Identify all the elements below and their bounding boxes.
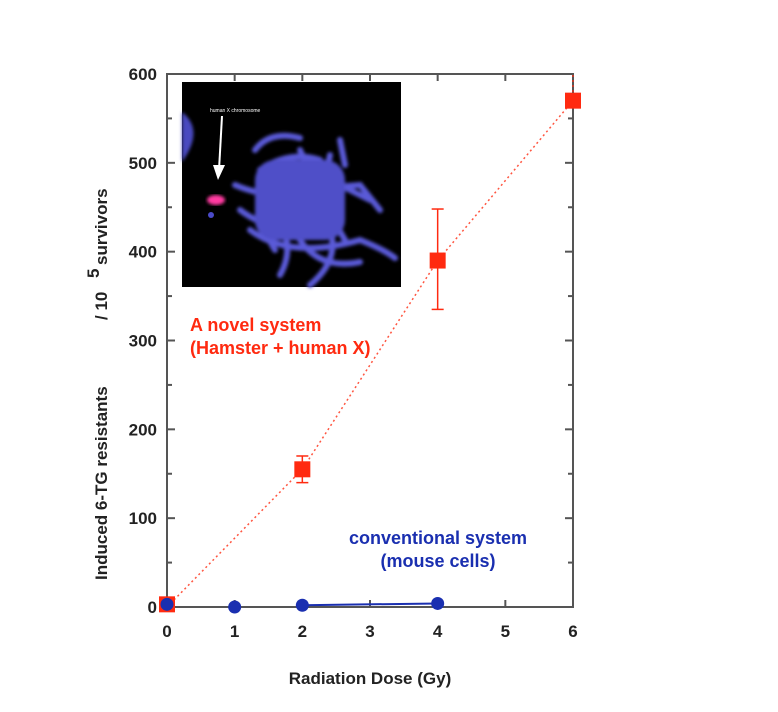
y-tick-label: 0 xyxy=(148,598,157,617)
y-axis-unit-prefix: / 10 xyxy=(92,292,111,320)
x-tick-label: 0 xyxy=(162,622,171,641)
series-line-1 xyxy=(302,602,438,607)
series-layer xyxy=(159,74,581,614)
y-axis-label: Induced 6-TG resistants xyxy=(92,386,111,580)
data-point-circle xyxy=(431,596,445,610)
y-tick-label: 500 xyxy=(129,154,157,173)
series-label-novel-line2: (Hamster + human X) xyxy=(190,338,371,358)
y-axis-unit-suffix: survivors xyxy=(92,188,111,265)
y-tick-label: 600 xyxy=(129,65,157,84)
human-x-chromosome-signal xyxy=(207,195,225,205)
y-tick-label: 400 xyxy=(129,243,157,262)
data-point-square xyxy=(294,461,311,478)
x-tick-label: 6 xyxy=(568,622,577,641)
y-axis-label-group: Induced 6-TG resistants / 10 5 survivors xyxy=(84,188,111,580)
data-point-square xyxy=(429,252,446,269)
chromosome-fragment xyxy=(208,212,214,218)
x-tick-label: 5 xyxy=(501,622,510,641)
data-point-circle xyxy=(160,597,174,611)
data-point-circle xyxy=(228,600,242,614)
x-tick-label: 3 xyxy=(365,622,374,641)
inset-arrow xyxy=(218,115,223,171)
data-point-square xyxy=(565,92,581,109)
inset-arrow-head xyxy=(213,165,225,180)
y-tick-label: 300 xyxy=(129,332,157,351)
axes: 0 1 2 3 4 5 6 0 100 200 300 400 500 600 xyxy=(129,65,578,641)
series-label-novel-line1: A novel system xyxy=(190,315,321,335)
series-label-conventional-line2: (mouse cells) xyxy=(380,551,495,571)
series-label-conventional-line1: conventional system xyxy=(349,528,527,548)
x-axis-label: Radiation Dose (Gy) xyxy=(289,669,451,688)
x-tick-label: 4 xyxy=(433,622,443,641)
inset-label: human X chromosome xyxy=(210,108,261,114)
inset-micrograph: human X chromosome xyxy=(182,82,401,288)
chromosome-spread xyxy=(182,112,398,288)
data-point-circle xyxy=(295,598,309,612)
x-tick-label: 2 xyxy=(298,622,307,641)
x-tick-label: 1 xyxy=(230,622,239,641)
y-tick-label: 200 xyxy=(129,420,157,439)
y-axis-unit-exponent: 5 xyxy=(84,269,103,278)
y-tick-label: 100 xyxy=(129,509,157,528)
